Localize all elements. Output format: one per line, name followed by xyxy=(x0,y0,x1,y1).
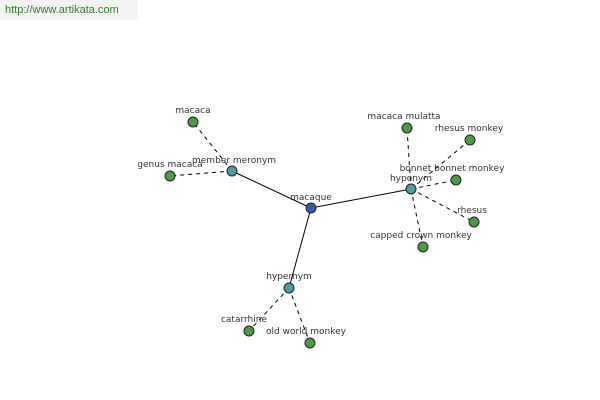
node-genus-macaca-dot[interactable] xyxy=(164,170,176,182)
node-hypernym-bottom-label: hypernym xyxy=(266,272,312,282)
node-macaca-label: macaca xyxy=(175,106,210,116)
edge-macaque-to-hypernym-right xyxy=(310,188,412,209)
node-rhesus[interactable]: rhesus xyxy=(457,206,487,228)
node-genus-macaca[interactable]: genus macaca xyxy=(137,160,203,182)
node-hypernym-right-label: hyponym xyxy=(390,174,432,184)
edge-hypernym-right-to-capped-crown-monkey xyxy=(410,188,424,248)
edge-member-meronym-to-genus-macaca xyxy=(169,170,233,177)
node-old-world-monkey-label: old world monkey xyxy=(266,327,347,337)
nodes-layer: macaque member meronym hyponym hypernym maca… xyxy=(137,106,506,349)
node-bonnet-macaque-dot[interactable] xyxy=(450,174,462,186)
node-macaca-mulatta-label: macaca mulatta xyxy=(367,112,440,122)
edge-member-meronym-to-macaca xyxy=(192,121,233,172)
node-bonnet-macaque[interactable]: bonnet bonnet monkey xyxy=(400,164,506,186)
node-macaque-label: macaque xyxy=(290,193,332,203)
node-old-world-monkey-dot[interactable] xyxy=(304,337,316,349)
edge-hypernym-bottom-to-old-world-monkey xyxy=(288,287,311,344)
node-rhesus-monkey-dot[interactable] xyxy=(464,134,476,146)
edge-macaque-to-member-meronym xyxy=(231,170,312,209)
edge-hypernym-right-to-rhesus xyxy=(410,188,475,223)
node-member-meronym[interactable]: member meronym xyxy=(192,156,276,177)
node-genus-macaca-label: genus macaca xyxy=(137,160,202,170)
node-bonnet-macaque-label: bonnet bonnet monkey xyxy=(400,164,506,174)
node-member-meronym-label: member meronym xyxy=(192,156,276,166)
node-macaca-mulatta[interactable]: macaca mulatta xyxy=(367,112,441,134)
node-member-meronym-dot[interactable] xyxy=(226,165,238,177)
node-macaca-dot[interactable] xyxy=(187,116,199,128)
node-capped-crown-monkey-dot[interactable] xyxy=(417,241,429,253)
node-capped-crown-monkey[interactable]: capped crown monkey xyxy=(370,231,472,253)
node-macaque[interactable]: macaque xyxy=(290,193,332,214)
node-rhesus-monkey-label: rhesus monkey xyxy=(435,124,504,134)
node-rhesus-dot[interactable] xyxy=(468,216,480,228)
node-macaca[interactable]: macaca xyxy=(175,106,211,128)
edge-hypernym-right-to-macaca-mulatta xyxy=(406,127,412,190)
node-hypernym-bottom[interactable]: hypernym xyxy=(266,272,312,294)
node-hypernym-right[interactable]: hyponym xyxy=(390,174,432,195)
node-hypernym-bottom-dot[interactable] xyxy=(283,282,295,294)
node-catarrhine[interactable]: catarrhine xyxy=(221,315,268,337)
edge-macaque-to-hypernym-bottom xyxy=(288,207,312,289)
node-macaca-mulatta-dot[interactable] xyxy=(401,122,413,134)
node-macaque-dot[interactable] xyxy=(305,202,317,214)
node-rhesus-label: rhesus xyxy=(457,206,487,216)
edges-layer xyxy=(169,121,475,344)
node-catarrhine-dot[interactable] xyxy=(243,325,255,337)
node-rhesus-monkey[interactable]: rhesus monkey xyxy=(435,124,504,146)
node-catarrhine-label: catarrhine xyxy=(221,315,268,325)
node-hypernym-right-dot[interactable] xyxy=(405,183,417,195)
source-url-link[interactable]: http://www.artikata.com xyxy=(0,0,138,20)
node-old-world-monkey[interactable]: old world monkey xyxy=(266,327,347,349)
node-capped-crown-monkey-label: capped crown monkey xyxy=(370,231,472,241)
edge-hypernym-bottom-to-catarrhine xyxy=(248,287,290,332)
